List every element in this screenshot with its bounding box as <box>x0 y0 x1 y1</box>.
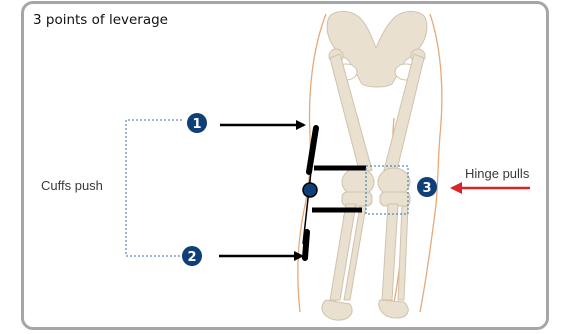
point-number-3: 3 <box>422 181 431 196</box>
knee-joints <box>342 168 410 206</box>
point-number-1: 1 <box>192 117 201 132</box>
foot-bones <box>322 300 408 320</box>
point-badge-2: 2 <box>182 246 202 266</box>
cuffs-push-label: Cuffs push <box>41 178 103 193</box>
point-badge-1: 1 <box>187 113 207 133</box>
point-badge-3: 3 <box>417 177 437 197</box>
point-number-2: 2 <box>187 250 196 265</box>
lower-cuff <box>305 232 307 258</box>
hinge-joint <box>303 183 317 197</box>
cuffs-bracket <box>126 120 182 256</box>
hinge-pulls-label: Hinge pulls <box>465 166 529 181</box>
figure-title: 3 points of leverage <box>33 12 168 28</box>
